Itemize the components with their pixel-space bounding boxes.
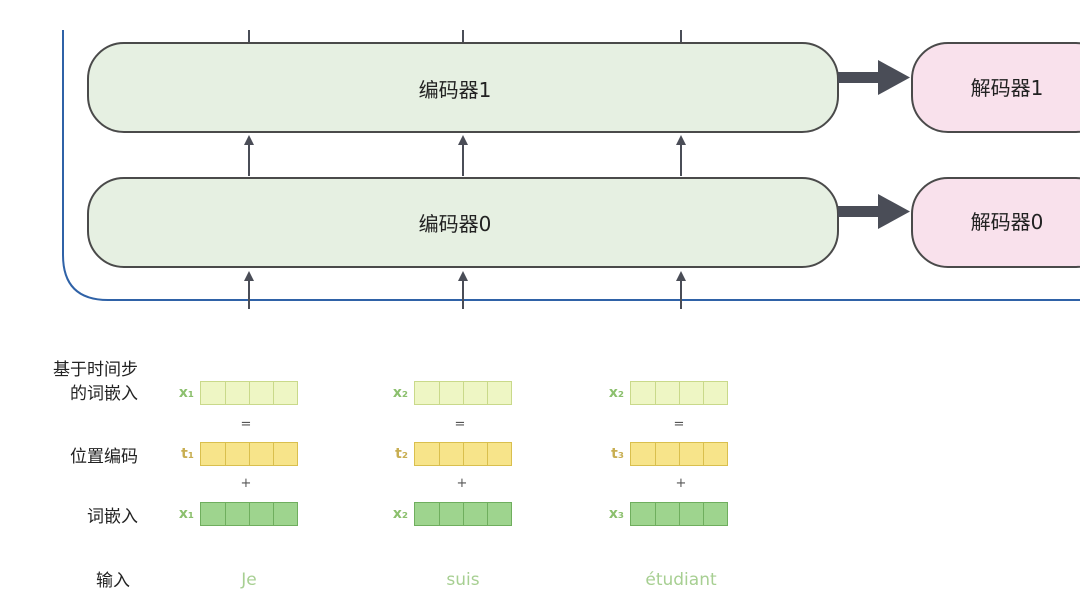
position-vector-2-name: t₂ [395,446,408,462]
decoder-0-label: 解码器0 [971,210,1044,234]
embedding-vector-1: x₁ [172,502,298,526]
row-label-input: 输入 [96,571,130,591]
timestep-vector-1: x₁ [172,381,298,405]
encoder-0-label: 编码器0 [419,212,492,236]
row-label-embedding: 词嵌入 [87,507,138,527]
position-vector-3-name: t₃ [611,446,624,462]
embedding-vector-1-name: x₁ [178,506,194,522]
decoder-0-box[interactable]: 解码器0 [911,177,1080,268]
position-vector-3: t₃ [602,442,728,466]
encoder-0-box[interactable]: 编码器0 [87,177,839,268]
equals-sign-1: = [240,417,252,432]
position-vector-1: t₁ [172,442,298,466]
timestep-vector-2: x₂ [386,381,512,405]
embedding-vector-3: x₃ [602,502,728,526]
encoder-1-to-decoder-1-arrow [838,60,910,95]
plus-sign-2: + [456,476,468,491]
decoder-1-label: 解码器1 [971,76,1044,100]
row-label-position: 位置编码 [70,447,138,467]
decoder-1-box[interactable]: 解码器1 [911,42,1080,133]
input-word-3: étudiant [645,570,717,590]
timestep-vector-1-name: x₁ [178,385,194,401]
equals-sign-3: = [673,417,685,432]
position-vector-1-name: t₁ [181,446,194,462]
timestep-vector-3: x₂ [602,381,728,405]
row-label-timestep: 基于时间步 的词嵌入 [20,358,138,406]
embedding-vector-3-name: x₃ [608,506,624,522]
embedding-vector-2: x₂ [386,502,512,526]
position-vector-2: t₂ [386,442,512,466]
encoder-1-label: 编码器1 [419,78,492,102]
row-label-timestep-line1: 基于时间步 [53,360,138,380]
input-word-2: suis [446,570,480,590]
equals-sign-2: = [454,417,466,432]
plus-sign-3: + [675,476,687,491]
plus-sign-1: + [240,476,252,491]
row-label-timestep-line2: 的词嵌入 [70,384,138,404]
encoder-1-box[interactable]: 编码器1 [87,42,839,133]
input-word-1: Je [241,570,257,590]
timestep-vector-3-name: x₂ [608,385,624,401]
encoder-stack-frame [62,30,1080,301]
embedding-vector-2-name: x₂ [392,506,408,522]
timestep-vector-2-name: x₂ [392,385,408,401]
encoder-0-to-decoder-0-arrow [838,194,910,229]
